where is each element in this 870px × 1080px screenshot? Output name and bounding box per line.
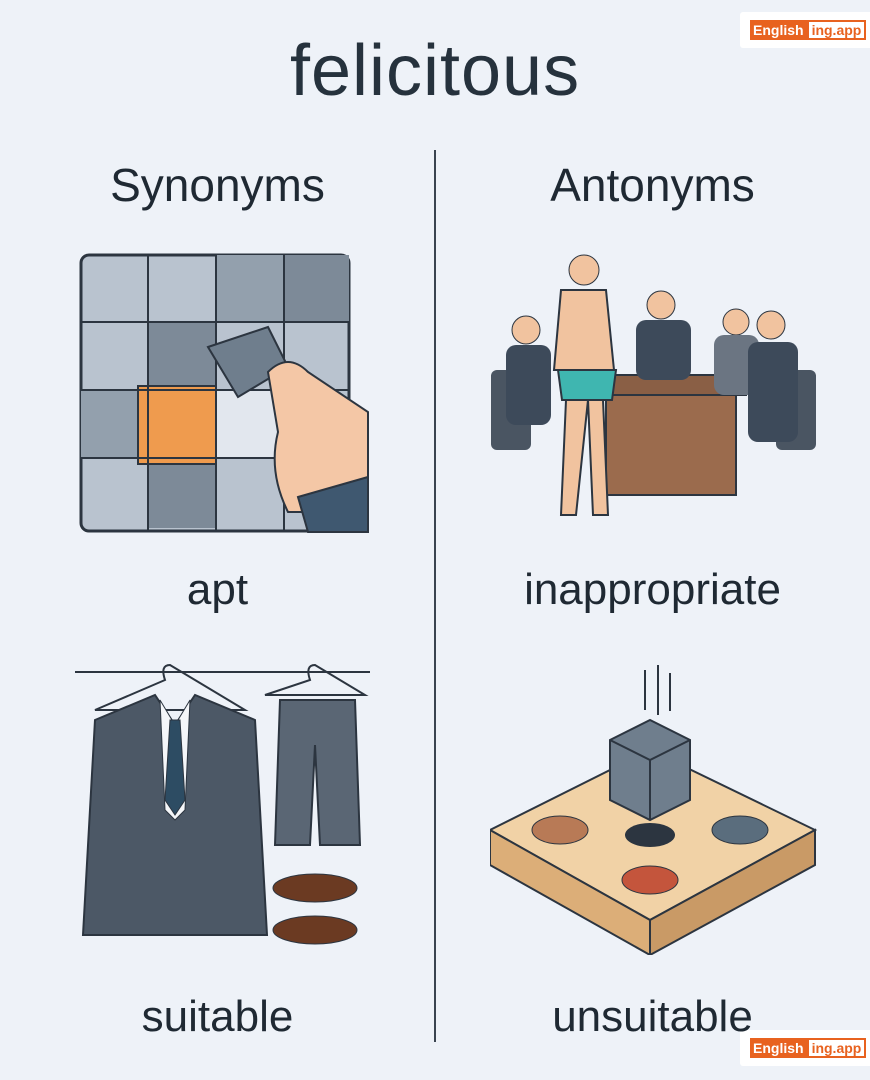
page-title: felicitous xyxy=(289,31,581,111)
logo-part-english: English xyxy=(750,1038,807,1058)
synonym-word-suitable: suitable xyxy=(141,992,294,1041)
column-divider xyxy=(434,150,436,1042)
meeting-illustration xyxy=(491,254,816,516)
synonyms-heading: Synonyms xyxy=(110,159,325,211)
antonym-word-unsuitable: unsuitable xyxy=(552,992,753,1041)
logo-part-english: English xyxy=(750,20,807,40)
antonyms-heading: Antonyms xyxy=(550,159,755,211)
synonym-word-apt: apt xyxy=(186,565,249,614)
logo-part-ingapp: ing.app xyxy=(806,20,867,40)
square-peg-illustration xyxy=(490,665,818,955)
logo-part-ingapp: ing.app xyxy=(806,1038,867,1058)
puzzle-illustration xyxy=(79,253,369,533)
suit-illustration xyxy=(75,663,370,945)
antonym-word-inappropriate: inappropriate xyxy=(524,565,781,614)
